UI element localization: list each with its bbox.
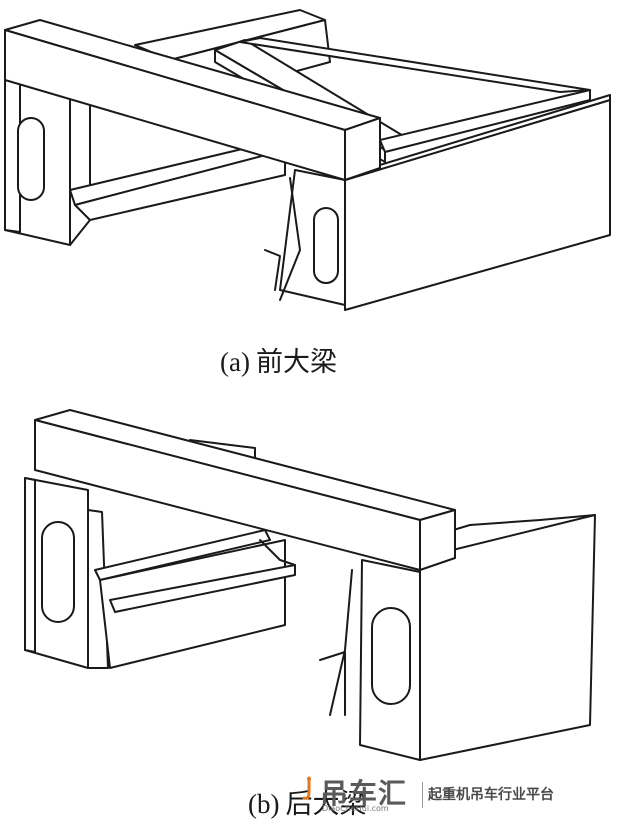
watermark-separator (422, 782, 423, 808)
front-left-lightening-hole (17, 117, 45, 201)
crane-hook-icon (302, 776, 311, 800)
caption-b-text: 后大梁 (285, 789, 367, 820)
watermark: 吊车汇 DiaoCheHui.com 起重机吊车行业平台 (298, 770, 598, 818)
rear-left-box (24, 477, 296, 669)
rear-right-box (319, 514, 596, 761)
front-main-beam (4, 19, 381, 181)
rear-girder-drawing (24, 409, 596, 761)
caption-rear-girder: (b)后大梁 (248, 782, 366, 821)
watermark-url: DiaoCheHui.com (322, 804, 389, 813)
caption-a-text: 前大梁 (255, 347, 337, 378)
watermark-logo: 吊车汇 (320, 777, 408, 810)
front-right-box (264, 94, 611, 311)
front-right-lightening-hole (313, 207, 339, 284)
caption-a-label: (a) (220, 347, 250, 377)
watermark-slogan: 起重机吊车行业平台 (428, 787, 554, 803)
front-right-beam (239, 37, 591, 153)
caption-b-label: (b) (248, 789, 280, 819)
rear-right-lightening-hole (371, 607, 411, 705)
front-girder-drawing (4, 9, 611, 311)
rear-left-lightening-hole (41, 521, 75, 623)
caption-front-girder: (a)前大梁 (220, 340, 337, 379)
rear-main-beam (34, 409, 456, 571)
